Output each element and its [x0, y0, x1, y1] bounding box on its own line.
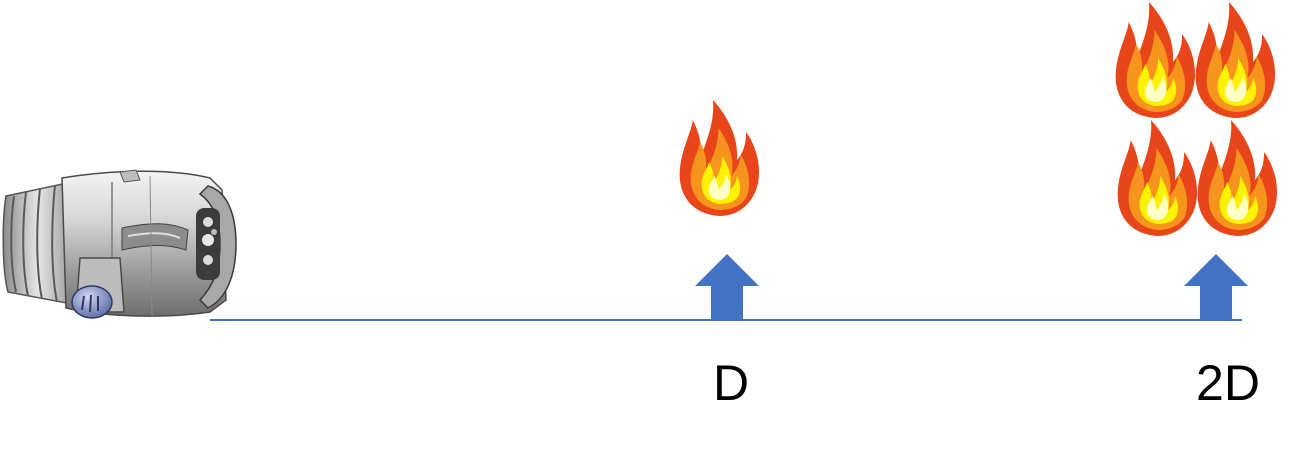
- distance-label-2d: 2D: [1196, 355, 1260, 411]
- distance-label-d: D: [713, 355, 749, 411]
- fire-icon: [1117, 120, 1198, 236]
- fire-icon: [1197, 120, 1278, 236]
- fire-icon: [1195, 2, 1276, 118]
- fire-group-d: [679, 100, 760, 216]
- fire-icon: [1115, 2, 1196, 118]
- arrow-up-icon: [1184, 254, 1248, 320]
- arrow-up-icon: [695, 254, 759, 320]
- flame-detector-icon: [2, 169, 237, 319]
- fire-icon: [679, 100, 760, 216]
- fire-group-2d: [1115, 2, 1278, 236]
